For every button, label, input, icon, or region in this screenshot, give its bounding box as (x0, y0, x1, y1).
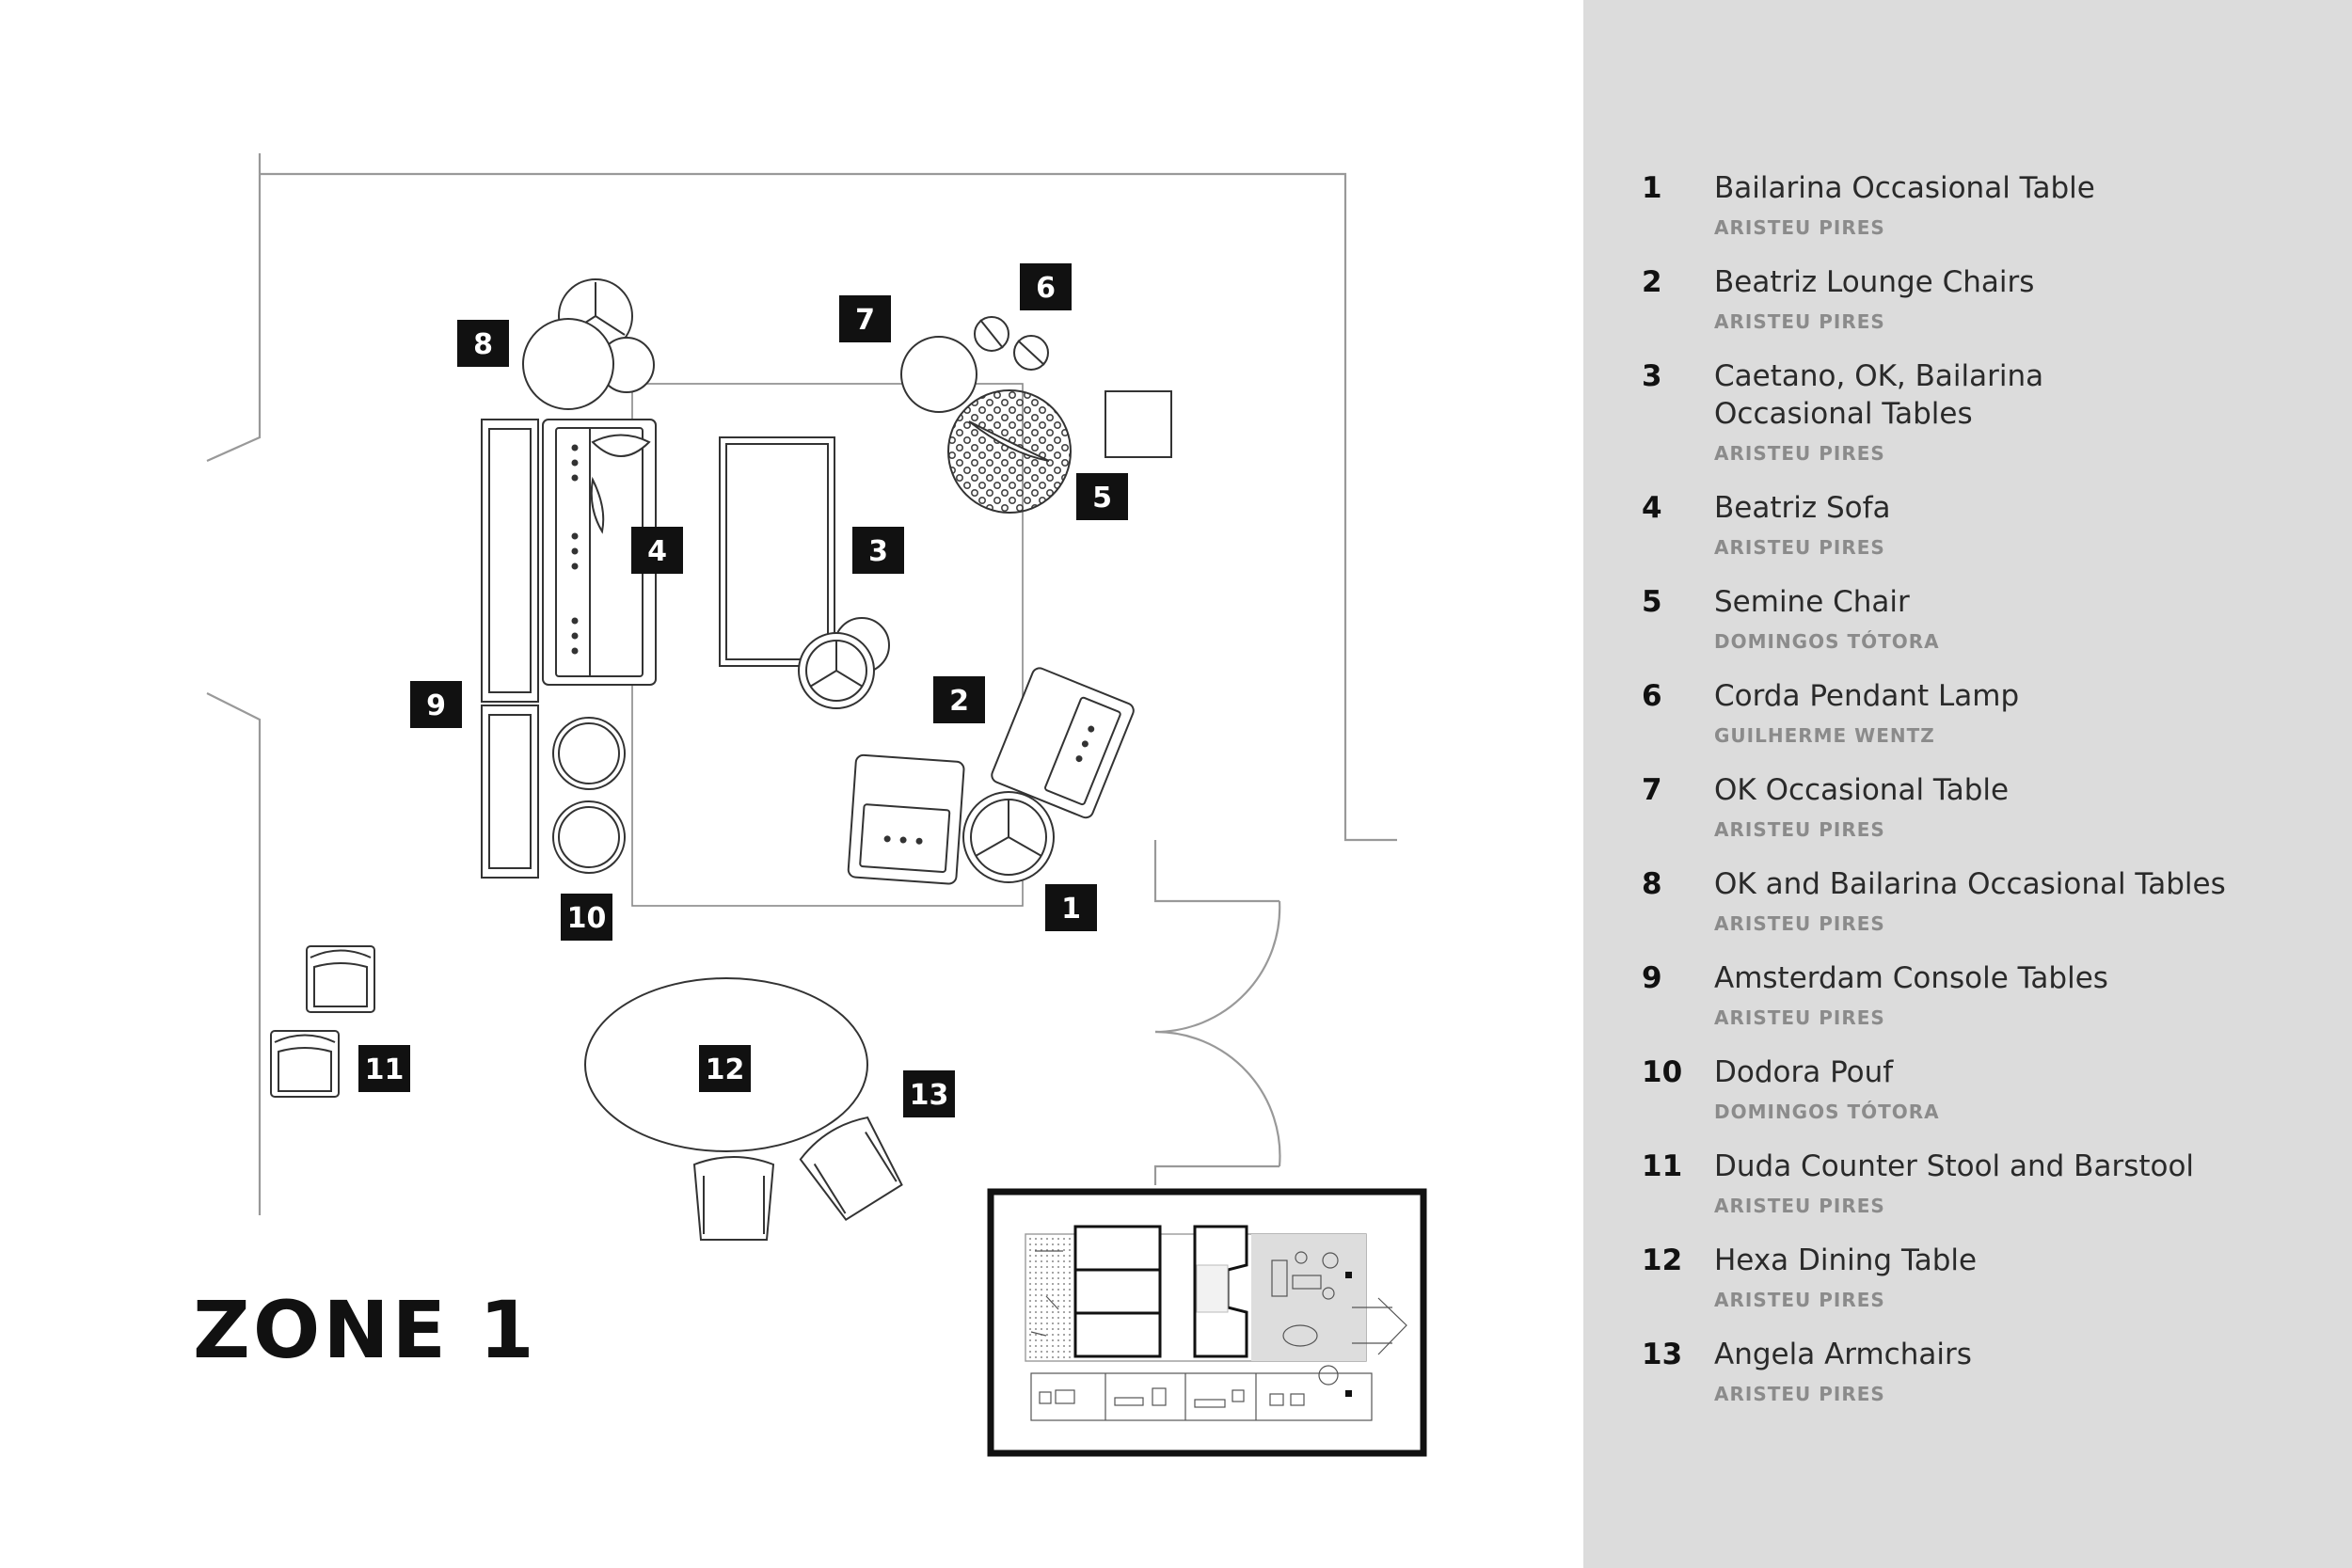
walls (206, 153, 1397, 1215)
svg-text:10: 10 (567, 902, 607, 935)
svg-text:13: 13 (910, 1079, 949, 1112)
legend-number: 11 (1642, 1149, 1683, 1183)
legend-title: OK and Bailarina Occasional Tables (1714, 867, 2226, 901)
floor-plan-area: 1 2 3 4 5 6 7 (193, 153, 1427, 1457)
bailarina-table-1 (962, 791, 1055, 883)
tag-6: 6 (1020, 263, 1072, 310)
legend-title: Caetano, OK, Bailarina Occasional Tables (1714, 359, 2044, 431)
svg-text:9: 9 (426, 689, 446, 722)
legend-number: 5 (1642, 585, 1662, 619)
legend-title: Angela Armchairs (1714, 1338, 1972, 1371)
tag-8: 8 (457, 320, 509, 367)
legend-number: 3 (1642, 359, 1662, 393)
tag-2: 2 (933, 676, 985, 723)
legend-designer: ARISTEU PIRES (1714, 442, 1885, 465)
legend-number: 9 (1642, 961, 1662, 995)
svg-text:3: 3 (868, 535, 888, 568)
svg-text:7: 7 (855, 304, 875, 337)
legend-designer: ARISTEU PIRES (1714, 818, 1885, 841)
legend-panel: 1 Bailarina Occasional Table ARISTEU PIR… (1583, 0, 2352, 1568)
tag-9: 9 (410, 681, 462, 728)
svg-text:1: 1 (1061, 893, 1081, 926)
svg-text:6: 6 (1036, 272, 1056, 305)
svg-text:2: 2 (949, 685, 969, 718)
legend-designer: ARISTEU PIRES (1714, 1383, 1885, 1405)
tag-10: 10 (561, 894, 612, 941)
tag-11: 11 (358, 1045, 410, 1092)
legend-title: Amsterdam Console Tables (1714, 961, 2108, 995)
legend-designer: ARISTEU PIRES (1714, 912, 1885, 935)
legend-number: 6 (1642, 679, 1662, 713)
amsterdam-consoles-9 (481, 419, 539, 879)
ok-table-7-and-lamps-6 (900, 316, 1049, 413)
semine-chair-5 (947, 389, 1072, 514)
svg-text:4: 4 (647, 535, 667, 568)
number-tags: 1 2 3 4 5 6 7 (358, 263, 1128, 1117)
tag-12: 12 (699, 1045, 751, 1092)
svg-text:8: 8 (473, 328, 493, 361)
tag-13: 13 (903, 1070, 955, 1117)
legend-designer: GUILHERME WENTZ (1714, 724, 1935, 747)
legend-title: OK Occasional Table (1714, 773, 2010, 807)
tag-3: 3 (852, 527, 904, 574)
legend-designer: ARISTEU PIRES (1714, 1289, 1885, 1311)
legend-number: 8 (1642, 867, 1662, 901)
legend-designer: DOMINGOS TÓTORA (1714, 1101, 1940, 1123)
legend-number: 12 (1642, 1243, 1683, 1277)
legend-number: 7 (1642, 773, 1662, 807)
side-table (1104, 390, 1172, 458)
legend-designer: ARISTEU PIRES (1714, 1006, 1885, 1029)
legend-number: 1 (1642, 171, 1662, 205)
legend-title: Duda Counter Stool and Barstool (1714, 1149, 2195, 1183)
legend-title: Beatriz Lounge Chairs (1714, 265, 2035, 299)
legend-number: 10 (1642, 1055, 1683, 1089)
legend-number: 13 (1642, 1338, 1683, 1371)
svg-text:12: 12 (706, 1053, 745, 1086)
legend-designer: ARISTEU PIRES (1714, 310, 1885, 333)
tag-7: 7 (839, 295, 891, 342)
ok-bailarina-tables-8 (522, 278, 655, 410)
zone-title: ZONE 1 (193, 1284, 537, 1376)
legend-title: Beatriz Sofa (1714, 491, 1891, 525)
legend-title: Corda Pendant Lamp (1714, 679, 2020, 713)
legend-title: Hexa Dining Table (1714, 1243, 1978, 1277)
legend-number: 4 (1642, 491, 1662, 525)
tag-4: 4 (631, 527, 683, 574)
legend-designer: ARISTEU PIRES (1714, 1195, 1885, 1217)
tag-5: 5 (1076, 473, 1128, 520)
legend-designer: ARISTEU PIRES (1714, 536, 1885, 559)
beatriz-lounge-chairs-2 (847, 667, 1135, 885)
legend-number: 2 (1642, 265, 1662, 299)
beatriz-sofa-4 (542, 419, 657, 686)
legend-designer: DOMINGOS TÓTORA (1714, 630, 1940, 653)
legend-list: 1 Bailarina Occasional Table ARISTEU PIR… (1583, 0, 2352, 1568)
angela-armchairs-13 (692, 1116, 903, 1241)
floor-plan-drawing: 1 2 3 4 5 6 7 (206, 153, 1427, 1457)
legend-designer: ARISTEU PIRES (1714, 216, 1885, 239)
legend-title: Semine Chair (1714, 585, 1910, 619)
svg-text:5: 5 (1092, 482, 1112, 515)
key-plan-inset (987, 1188, 1427, 1457)
tag-1: 1 (1045, 884, 1097, 931)
svg-text:11: 11 (365, 1053, 405, 1086)
caetano-table-3 (719, 436, 890, 709)
dodora-poufs-10 (552, 717, 626, 874)
legend-title: Dodora Pouf (1714, 1055, 1894, 1089)
duda-stools-11 (270, 945, 375, 1098)
legend-title: Bailarina Occasional Table (1714, 171, 2095, 205)
